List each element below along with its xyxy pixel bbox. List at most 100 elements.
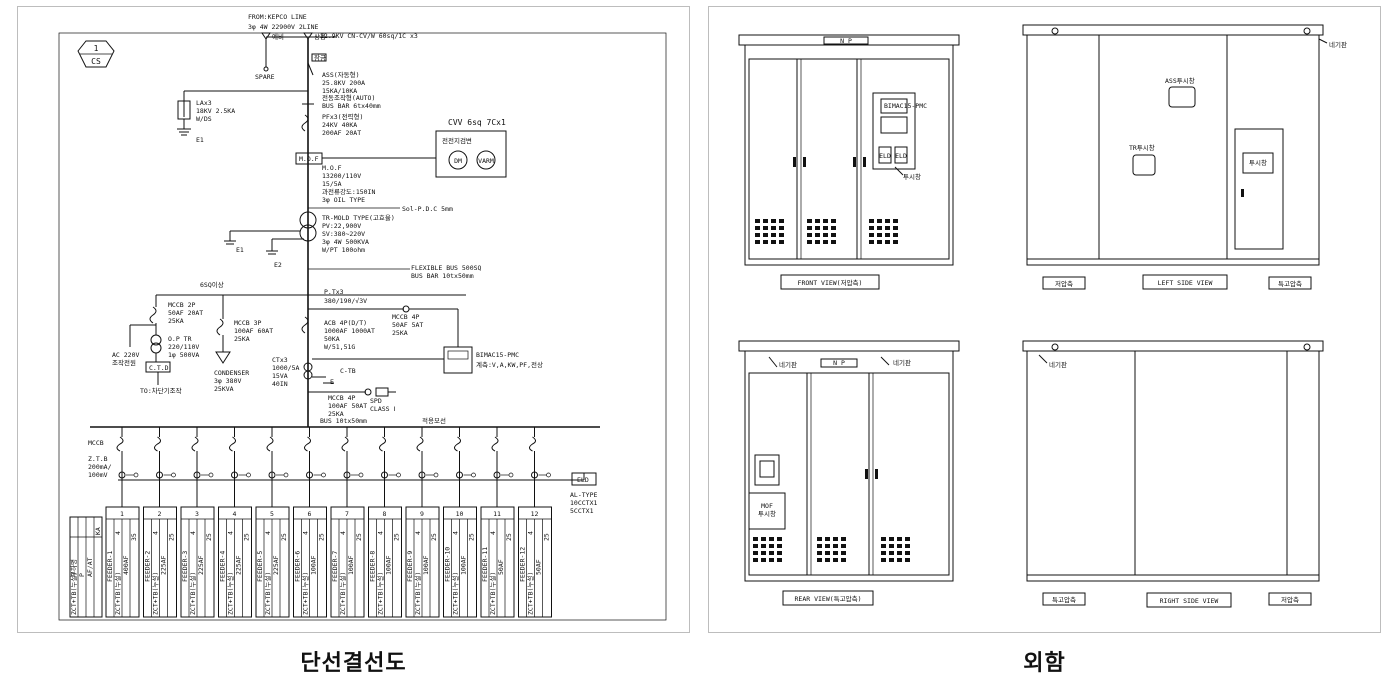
- spd-line2: CLASS Ⅰ: [370, 405, 395, 413]
- feeder-poles: 4: [527, 531, 535, 535]
- mccb4p-a-line3: 25KA: [392, 329, 408, 337]
- right-side-view: 네기판 특고압측 RIGHT SIDE VIEW 저압측: [1022, 340, 1324, 608]
- pf-line2: 24KV 40KA: [322, 121, 357, 129]
- al-type-line2: 10CCTX1: [570, 499, 597, 507]
- ztb-line2: 200mA/: [88, 463, 112, 471]
- tr-e2: E2: [274, 261, 282, 269]
- la-line1: LAx3: [196, 99, 212, 107]
- feeder-ka: 25: [318, 533, 326, 541]
- tr-line2: PV:22,900V: [322, 222, 361, 230]
- right-low-side: 저압측: [1281, 595, 1299, 604]
- mccb3p-line3: 25KA: [234, 335, 250, 343]
- ptx-line1: P.Tx3: [324, 288, 344, 296]
- feeder-number: 4: [233, 510, 237, 518]
- mof-box-label: M.O.F: [299, 155, 319, 163]
- mof-line3: 15/5A: [322, 180, 342, 188]
- rear-mof-window: [748, 492, 786, 530]
- tr-line5: W/PT 100ohm: [322, 246, 365, 254]
- feeder-af: 225AF: [160, 555, 168, 575]
- mccb3p-line2: 100AF 60AT: [234, 327, 273, 335]
- feeder-number: 12: [531, 510, 539, 518]
- feeder-poles: 4: [227, 531, 235, 535]
- ass-line1: ASS(자동형): [322, 70, 360, 79]
- tr-window: [1132, 154, 1156, 176]
- ac-line1: AC 220V: [112, 351, 139, 359]
- feeder-name: FEEDER-12: [519, 547, 527, 582]
- front-view-window: 투시창: [903, 173, 921, 181]
- feeder-bus-tag: 적용모선: [422, 416, 446, 425]
- feeder-zct: ZCT+TB(누설): [414, 572, 422, 615]
- caption-enclosure: 외함: [1023, 651, 1066, 676]
- left-low-side: 저압측: [1055, 279, 1073, 288]
- feeder-poles: 4: [302, 531, 310, 535]
- feeder-af: 100AF: [310, 555, 318, 575]
- front-view-title: FRONT VIEW(저압측): [798, 278, 863, 287]
- louvre-block: [869, 219, 898, 244]
- feeder-poles: 4: [377, 531, 385, 535]
- mccb4p-a-line1: MCCB 4P: [392, 313, 419, 321]
- spare-tag: 예비: [272, 32, 284, 41]
- tr-window-label: TR투시창: [1129, 144, 1155, 152]
- feeder-number: 9: [420, 510, 424, 518]
- condenser-line2: 3φ 380V: [214, 377, 241, 385]
- source-line1: FROM:KEPCO LINE: [248, 13, 307, 21]
- la-line2: 18KV 2.5KA: [196, 107, 235, 115]
- dm-meter: [448, 150, 468, 170]
- ass-line4: 전동조작형(AUTO): [322, 93, 375, 102]
- feeder-name: FEEDER-6: [294, 551, 302, 582]
- feeder-name: FEEDER-7: [331, 551, 339, 582]
- feeder-af: 225AF: [235, 555, 243, 575]
- ass-line2: 25.8KV 200A: [322, 79, 365, 87]
- sol-label: Sol-P.D.C 5mm: [402, 205, 453, 213]
- mccb4p-b-line2: 100AF 50AT: [328, 402, 367, 410]
- mccb3p-line1: MCCB 3P: [234, 319, 261, 327]
- varm-label: VARM: [478, 157, 494, 165]
- feeder-af: 225AF: [272, 555, 280, 575]
- ztb-line3: 100mV: [88, 471, 108, 479]
- front-eld-b: ELD: [895, 152, 907, 160]
- left-door-window: 투시창: [1249, 159, 1267, 167]
- feeder-poles: 4: [114, 531, 122, 535]
- ztb-line1: Z.T.B: [88, 455, 108, 463]
- feeder-ka: 25: [355, 533, 363, 541]
- transformer-secondary: [299, 224, 317, 242]
- feeder-zct: ZCT+TB(누설): [339, 572, 347, 615]
- feeder-ka: 25: [505, 533, 513, 541]
- ctx-line2: 1000/5A: [272, 364, 299, 372]
- sld-frame: [58, 32, 667, 621]
- rear-np: N P: [833, 359, 845, 367]
- pf-line3: 200AF 20AT: [322, 129, 361, 137]
- feeder-af: 225AF: [197, 555, 205, 575]
- feeder-columns: 135400AF4FEEDER-1ZCT+TB(누설)225225AF4FEED…: [105, 427, 552, 618]
- rear-mof: MOF: [761, 502, 773, 510]
- feeder-af: 100AF: [460, 555, 468, 575]
- feeder-ka: 25: [468, 533, 476, 541]
- feeder-name: FEEDER-9: [406, 551, 414, 582]
- feeder-name: FEEDER-8: [369, 551, 377, 582]
- rear-nameplate-a: 네기판: [779, 360, 797, 369]
- feeder-af: 400AF: [122, 555, 130, 575]
- feeder-zct: ZCT+TB(누설): [489, 572, 497, 615]
- front-louvres: [755, 219, 898, 244]
- mof-line5: 3φ OIL TYPE: [322, 196, 365, 204]
- optr-line2: 220/110V: [168, 343, 199, 351]
- right-view-title: RIGHT SIDE VIEW: [1160, 597, 1219, 605]
- feeder-number: 3: [195, 510, 199, 518]
- feeder-name: FEEDER-3: [181, 551, 189, 582]
- feeder-number: 7: [345, 510, 349, 518]
- rear-louvres: [753, 537, 910, 562]
- varm-meter: [476, 150, 496, 170]
- left-side-view: ASS투시창 TR투시창 투시창 네기판 저압측 LEFT SIDE VIEW …: [1022, 24, 1347, 290]
- legend-af: AF/AT: [86, 557, 94, 577]
- optr-line3: 1φ 500VA: [168, 351, 199, 359]
- feeder-af: 100AF: [385, 555, 393, 575]
- tr-line1: TR-MOLD TYPE(고효율): [322, 214, 395, 222]
- feeder-zct: ZCT+TB(누설): [452, 572, 460, 615]
- left-side-door: [1234, 128, 1284, 250]
- feeder-legend-table: KA AF/AT P 부하명 ZCT+TB(누설): [69, 516, 103, 618]
